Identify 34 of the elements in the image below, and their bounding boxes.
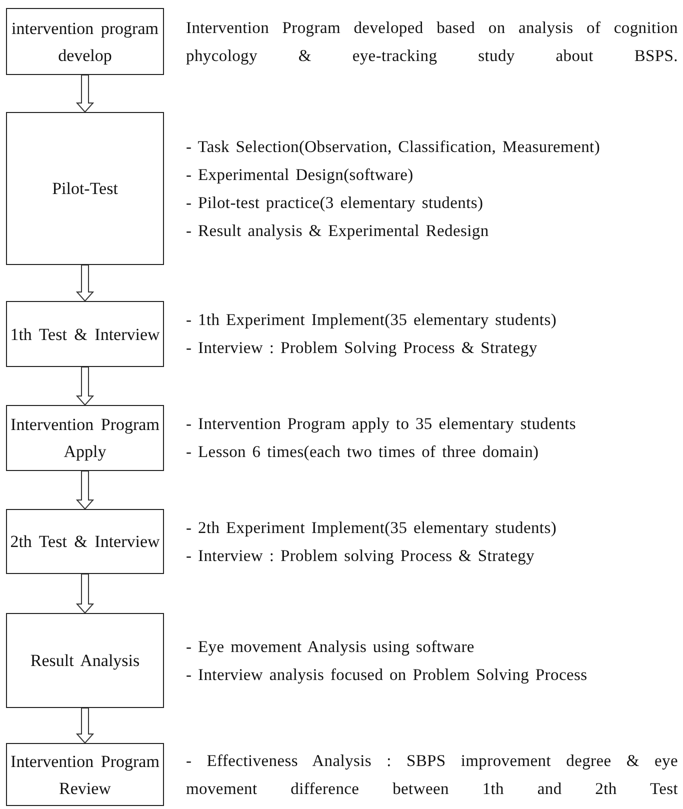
hollow-arrow [76, 264, 94, 302]
process-box [6, 405, 164, 471]
step-label: Intervention Program Review [10, 750, 160, 800]
bullet-item: - Interview analysis focused on Problem Solving Process [186, 664, 588, 686]
bullet-item: - Lesson 6 times(each two times of three domain) [186, 441, 540, 463]
step-label: Result Analysis [30, 650, 140, 672]
step-label: 2th Test & Interview [10, 531, 160, 553]
step-label: intervention program develop [10, 18, 160, 67]
bullet-item: - Interview : Problem solving Process & Strategy [186, 544, 536, 567]
bullet-item: - 2th Experiment Implement(35 elementary students) [186, 516, 558, 539]
description-text: Intervention Program developed based on analysis of cognition phycology & eye-tracking study about BSPS. [186, 16, 678, 67]
step-label: Pilot-Test [52, 178, 118, 200]
bullet-item: - 1th Experiment Implement(35 elementary students) [186, 309, 558, 331]
process-box [6, 509, 164, 574]
bullet-item: - Intervention Program apply to 35 elementary students [186, 413, 577, 435]
process-box [6, 112, 164, 265]
hollow-arrow [76, 574, 94, 614]
bullet-item: - Task Selection(Observation, Classification, Measurement) [186, 136, 602, 158]
process-box [6, 613, 164, 708]
hollow-arrow [76, 74, 94, 113]
step-label: Intervention Program Apply [10, 414, 160, 463]
bullet-item: - Eye movement Analysis using software [186, 636, 476, 658]
process-box [6, 8, 164, 75]
step-label: 1th Test & Interview [10, 324, 160, 346]
bullet-item: - Interview : Problem Solving Process & Strategy [186, 337, 538, 359]
hollow-arrow [76, 470, 94, 510]
bullet-item: - Experimental Design(software) [186, 164, 414, 186]
hollow-arrow [76, 366, 94, 406]
description-text: - Effectiveness Analysis : SBPS improvement degree & eye movement difference between 1th and 2th Test [186, 750, 678, 800]
hollow-arrow [76, 708, 94, 744]
bullet-item: - Pilot-test practice(3 elementary students) [186, 192, 484, 214]
bullet-item: - Result analysis & Experimental Redesign [186, 220, 490, 242]
process-box [6, 743, 164, 806]
process-box [6, 301, 164, 367]
